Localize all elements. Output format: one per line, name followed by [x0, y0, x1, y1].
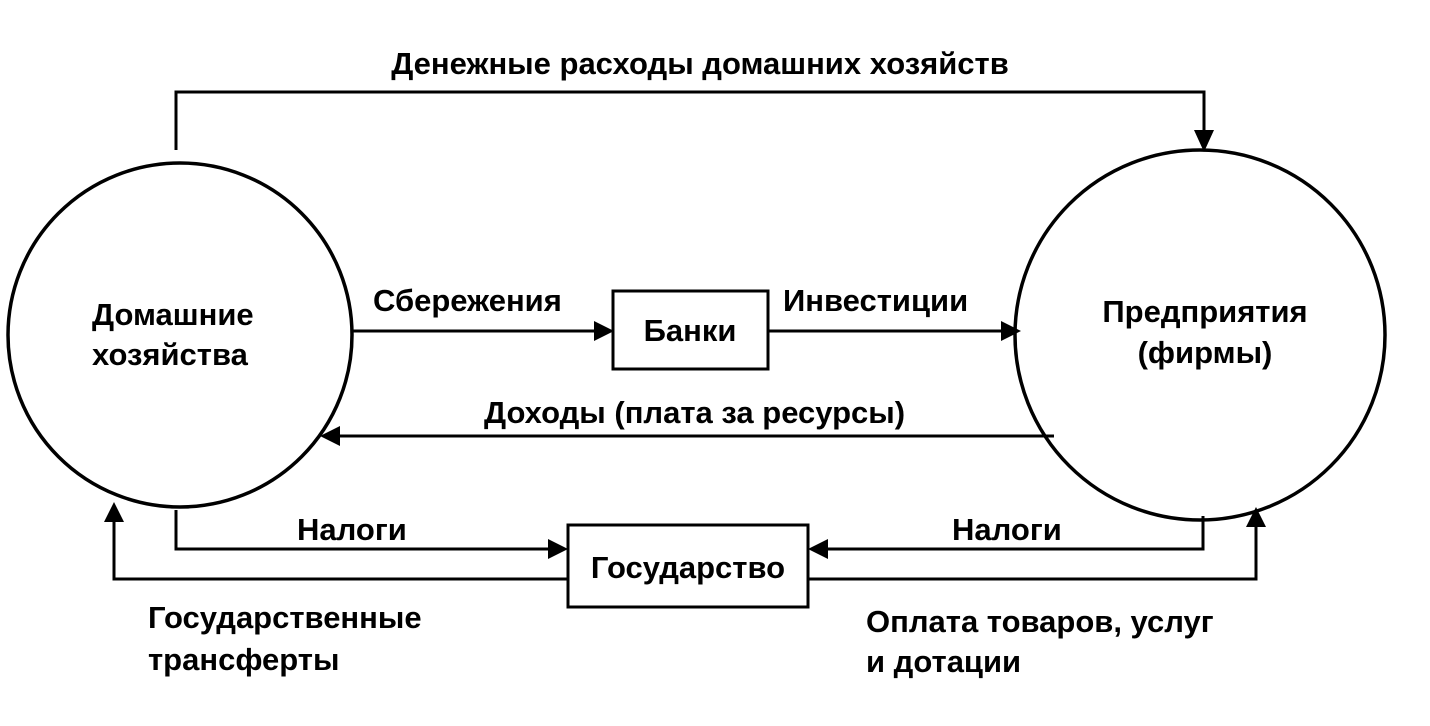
banks-label: Банки: [644, 313, 737, 348]
firm-taxes-label: Налоги: [952, 512, 1062, 547]
transfers-arrow: [112, 520, 568, 581]
household-spending-label: Денежные расходы домашних хозяйств: [391, 46, 1009, 81]
household-taxes-arrow: [174, 510, 550, 551]
payments-label-line2: и дотации: [866, 644, 1021, 679]
household-taxes-arrowhead: [548, 539, 568, 559]
household-spending-arrowhead: [1194, 130, 1214, 152]
savings-label: Сбережения: [373, 283, 562, 318]
household-spending-arrow: [174, 90, 1206, 150]
firm-taxes-arrowhead: [808, 539, 828, 559]
firms-node: [1013, 148, 1387, 522]
investments-arrowhead: [1001, 321, 1021, 341]
payments-label-line1: Оплата товаров, услуг: [866, 604, 1214, 639]
firms-label-line2: (фирмы): [1138, 335, 1273, 370]
transfers-label-line2: трансферты: [148, 642, 339, 677]
transfers-arrowhead: [104, 502, 124, 522]
income-arrowhead: [320, 426, 340, 446]
firm-taxes-arrow: [826, 516, 1205, 551]
savings-arrowhead: [594, 321, 614, 341]
households-label-line2: хозяйства: [92, 337, 249, 372]
household-taxes-label: Налоги: [297, 512, 407, 547]
payments-arrowhead: [1246, 507, 1266, 527]
income-label: Доходы (плата за ресурсы): [484, 395, 905, 430]
government-node: [566, 523, 810, 609]
firms-label-line1: Предприятия: [1102, 294, 1307, 329]
investments-label: Инвестиции: [783, 283, 968, 318]
payments-arrow: [808, 525, 1258, 581]
government-label: Государство: [591, 550, 785, 585]
banks-node: [611, 289, 770, 371]
transfers-label-line1: Государственные: [148, 600, 422, 635]
households-label-line1: Домашние: [92, 297, 254, 332]
households-node: [6, 161, 354, 509]
